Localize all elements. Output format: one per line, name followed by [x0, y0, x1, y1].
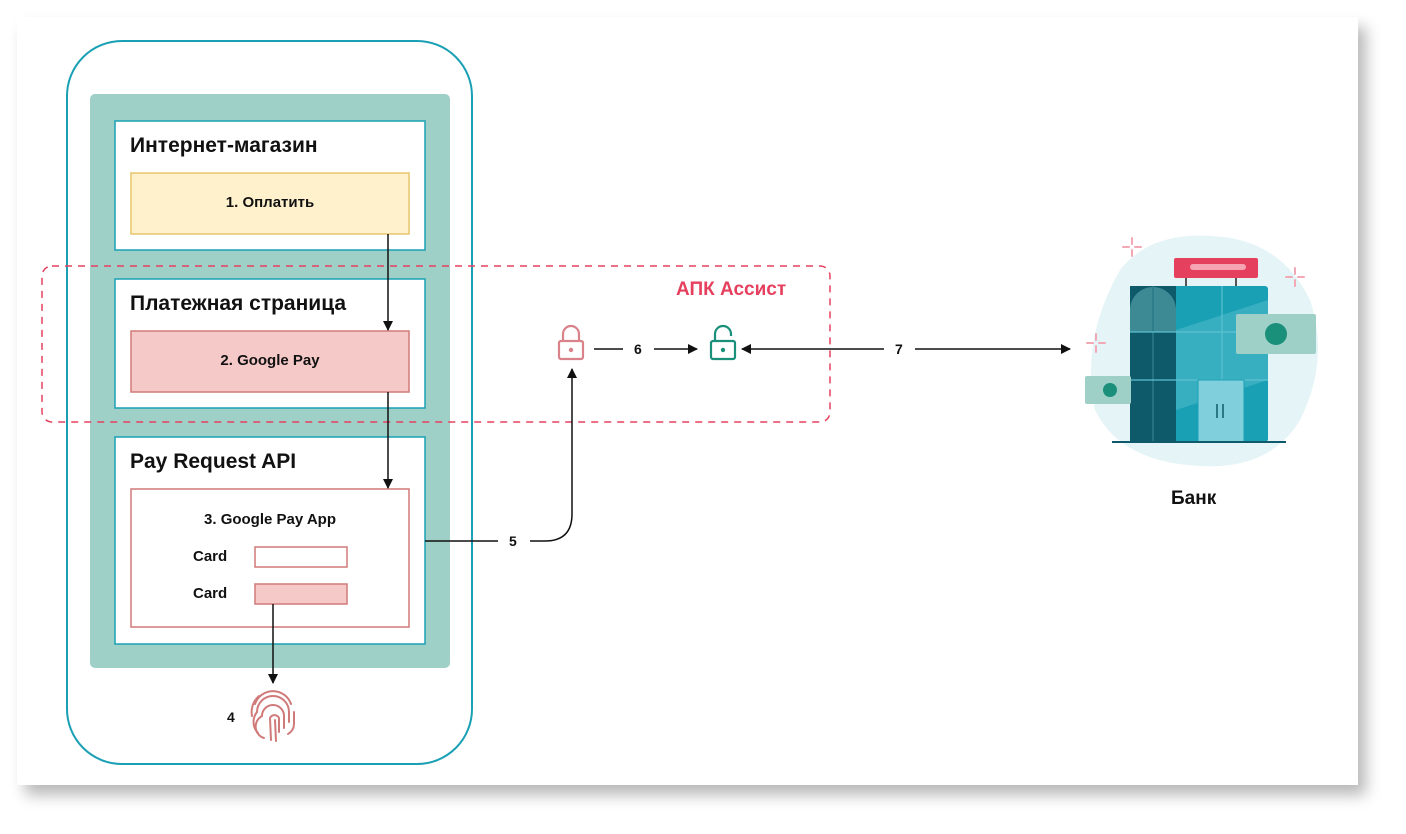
step-4-label: 4	[227, 709, 235, 725]
pay-button-label: 1. Оплатить	[225, 194, 315, 211]
card-label-1: Card	[193, 548, 228, 565]
pay-button[interactable]	[130, 172, 410, 235]
pay-request-title: Pay Request API	[130, 450, 297, 473]
google-pay-app-title: 3. Google Pay App	[204, 511, 336, 528]
bank-building-icon	[1085, 235, 1318, 467]
google-pay-button[interactable]	[130, 330, 410, 393]
bank-label: Банк	[1171, 488, 1217, 509]
arrow-5	[425, 369, 572, 542]
step-7-label: 7	[895, 341, 903, 357]
card-label-2: Card	[193, 585, 228, 602]
shop-title: Интернет-магазин	[130, 134, 318, 157]
phone-frame	[66, 40, 473, 765]
card-field-2[interactable]	[254, 583, 348, 605]
step-6-label: 6	[634, 341, 642, 357]
google-pay-button-label: 2. Google Pay	[220, 352, 320, 369]
payment-page-title: Платежная страница	[130, 292, 347, 315]
fingerprint-icon	[250, 690, 295, 742]
card-field-1[interactable]	[254, 546, 348, 568]
lock-closed-icon	[557, 324, 585, 361]
apk-region	[41, 265, 831, 423]
apk-assist-label: АПК Ассист	[676, 279, 787, 300]
lock-open-icon	[709, 324, 737, 361]
step-5-label: 5	[509, 533, 517, 549]
